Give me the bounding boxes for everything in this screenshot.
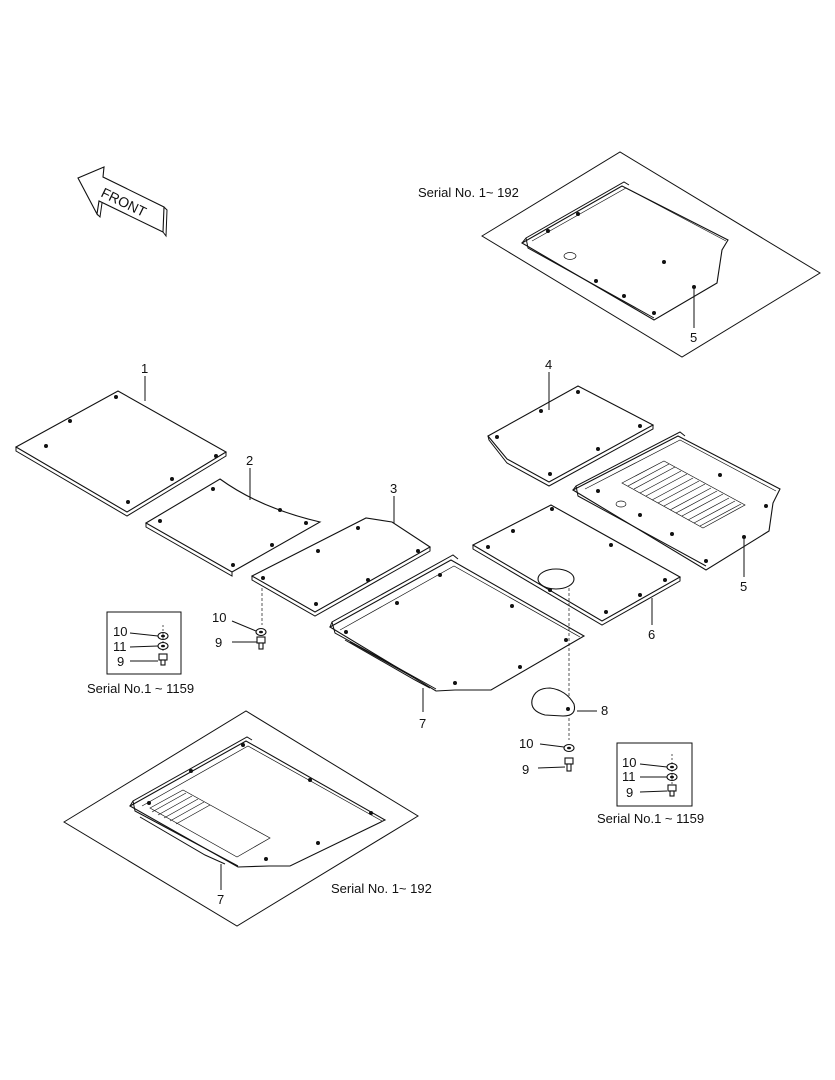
inset-top-plate: [520, 181, 729, 321]
box-right-label-10: 10: [622, 755, 636, 770]
label-part-10-a: 10: [212, 610, 226, 625]
label-part-9-a: 9: [215, 635, 222, 650]
label-part-3: 3: [390, 481, 397, 496]
label-part-8: 8: [601, 703, 608, 718]
vent-slots: [627, 463, 742, 527]
label-part-5-inset: 5: [690, 330, 697, 345]
label-part-4: 4: [545, 357, 552, 372]
bolt-icon: [667, 784, 677, 792]
fastener-box-right: 10 11 9: [616, 742, 693, 807]
label-part-9-b: 9: [522, 762, 529, 777]
box-right-label-9: 9: [626, 785, 633, 800]
box-right-label-11: 11: [622, 769, 636, 784]
part-6-panel: [471, 504, 682, 626]
inset-bottom: 7 Serial No. 1~ 192: [63, 710, 432, 927]
part-2-panel: [144, 478, 322, 577]
label-part-10-b: 10: [519, 736, 533, 751]
label-part-5: 5: [740, 579, 747, 594]
part-1-panel: [14, 390, 228, 517]
fastener-box-left: 10 11 9: [106, 611, 182, 675]
label-part-7-inset: 7: [217, 892, 224, 907]
part-8-cover: [531, 687, 576, 717]
label-part-1: 1: [141, 361, 148, 376]
washer-icon: [255, 627, 267, 637]
serial-bottom-caption: Serial No. 1~ 192: [331, 881, 432, 896]
label-part-6: 6: [648, 627, 655, 642]
part-4-panel: [487, 385, 655, 487]
box-left-label-9: 9: [117, 654, 124, 669]
washer-icon: [563, 743, 575, 753]
label-part-7: 7: [419, 716, 426, 731]
serial-top-caption: Serial No. 1~ 192: [418, 185, 519, 200]
vent-slots: [151, 792, 211, 825]
front-arrow-icon: FRONT: [77, 166, 168, 238]
bolt-icon: [158, 653, 168, 661]
box-left-label-10: 10: [113, 624, 127, 639]
label-part-2: 2: [246, 453, 253, 468]
serial-left-caption: Serial No.1 ~ 1159: [87, 681, 194, 696]
part-3-panel: [250, 517, 432, 617]
bolt-icon: [564, 757, 574, 772]
box-left-label-11: 11: [113, 639, 127, 654]
part-7-panel: [328, 554, 586, 692]
part-5-panel: [571, 431, 781, 571]
inset-bottom-plate: [128, 736, 387, 868]
serial-right-caption: Serial No.1 ~ 1159: [597, 811, 704, 826]
inset-top: Serial No. 1~ 192 5: [418, 151, 821, 358]
bolt-icon: [256, 636, 266, 650]
